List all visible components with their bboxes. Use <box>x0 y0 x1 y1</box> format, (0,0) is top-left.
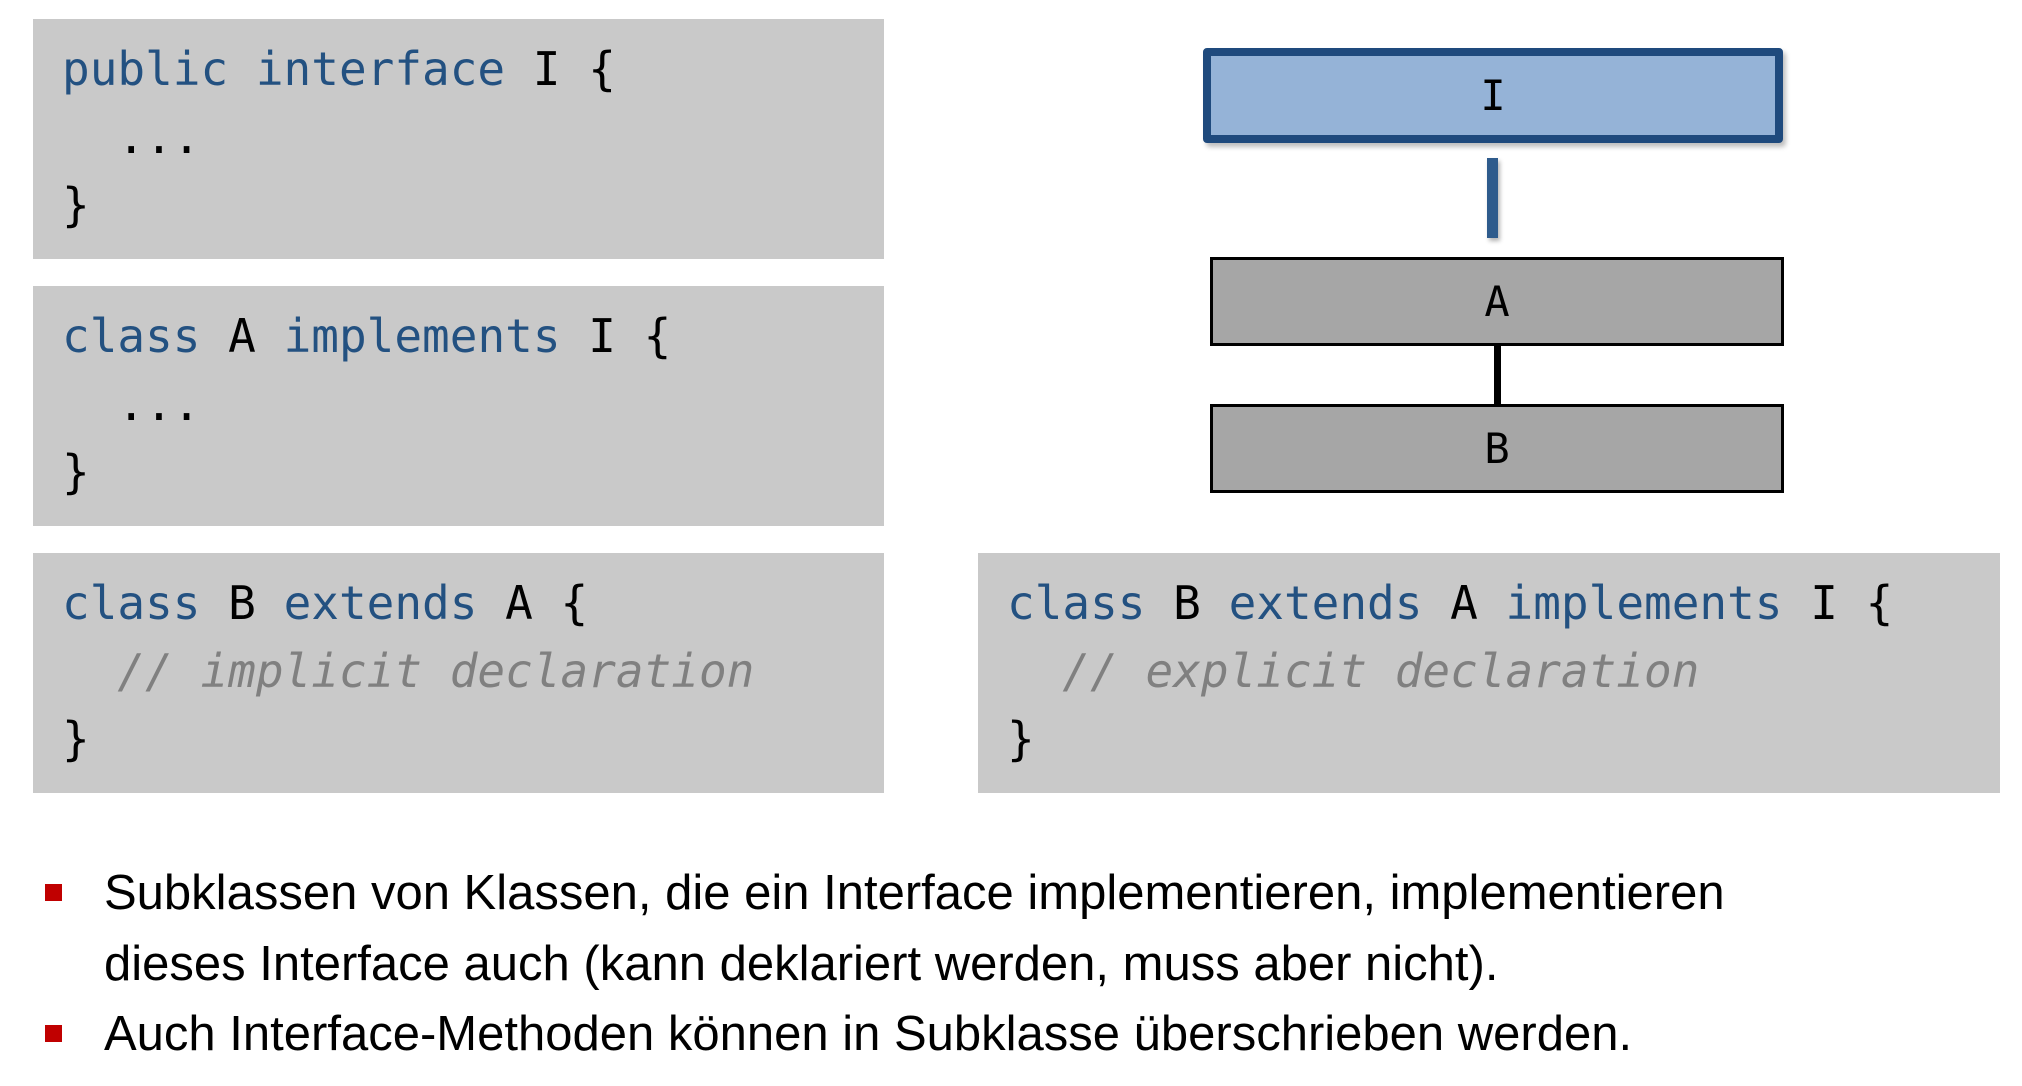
bullet-item-1: Subklassen von Klassen, die ein Interfac… <box>104 858 1725 1000</box>
bullet-marker <box>45 1025 62 1042</box>
code-line: class B extends A { <box>62 569 884 637</box>
code-token: } <box>62 178 90 232</box>
bullet-marker <box>45 884 62 901</box>
code-token-keyword: public interface <box>62 42 506 96</box>
code-box-class-a-implements-i: class A implements I { ... } <box>33 286 884 526</box>
code-box-class-b-extends-a-implements-i: class B extends A implements I { // expl… <box>978 553 2000 793</box>
node-class-b-label: B <box>1484 424 1510 473</box>
code-line: } <box>62 438 884 506</box>
bullet-line: Auch Interface-Methoden können in Subkla… <box>104 1007 1633 1061</box>
code-line: } <box>62 705 884 773</box>
code-token-keyword: implements <box>1505 576 1783 630</box>
code-token: } <box>62 445 90 499</box>
code-box-public-interface-i: public interface I { ... } <box>33 19 884 259</box>
code-token-keyword: extends <box>283 576 478 630</box>
node-interface-i: I <box>1203 48 1783 143</box>
code-token: } <box>62 712 90 766</box>
bullet-line: dieses Interface auch (kann deklariert w… <box>104 937 1499 991</box>
code-line: public interface I { <box>62 35 884 103</box>
connector-extends <box>1494 346 1501 405</box>
bullet-item-2: Auch Interface-Methoden können in Subkla… <box>104 999 1632 1070</box>
code-token-keyword: class <box>1007 576 1146 630</box>
code-token-keyword: implements <box>283 309 561 363</box>
code-token: I { <box>505 42 616 96</box>
code-token: B <box>200 576 284 630</box>
node-class-a-label: A <box>1484 277 1510 326</box>
code-line: } <box>1007 705 2000 773</box>
code-line: class B extends A implements I { <box>1007 569 2000 637</box>
code-token: ... <box>62 110 201 164</box>
code-token: ... <box>62 377 201 431</box>
code-line: ... <box>62 370 884 438</box>
code-token: A { <box>477 576 589 630</box>
code-token: A <box>1422 576 1506 630</box>
code-token: I { <box>560 309 672 363</box>
code-token-comment: // implicit declaration <box>62 644 755 698</box>
code-box-class-b-extends-a: class B extends A { // implicit declarat… <box>33 553 884 793</box>
code-token: A <box>200 309 284 363</box>
node-class-b: B <box>1210 404 1784 493</box>
code-token: I { <box>1782 576 1894 630</box>
bullet-line: Subklassen von Klassen, die ein Interfac… <box>104 866 1725 920</box>
code-line: // explicit declaration <box>1007 637 2000 705</box>
connector-implements <box>1487 158 1498 238</box>
code-line: // implicit declaration <box>62 637 884 705</box>
node-class-a: A <box>1210 257 1784 346</box>
code-token: } <box>1007 712 1035 766</box>
code-token-keyword: class <box>62 576 201 630</box>
code-line: ... <box>62 103 884 171</box>
code-token-keyword: class <box>62 309 201 363</box>
code-token-keyword: extends <box>1228 576 1423 630</box>
node-interface-i-label: I <box>1480 71 1506 120</box>
code-line: } <box>62 171 884 239</box>
code-token: B <box>1145 576 1229 630</box>
code-line: class A implements I { <box>62 302 884 370</box>
code-token-comment: // explicit declaration <box>1007 644 1700 698</box>
